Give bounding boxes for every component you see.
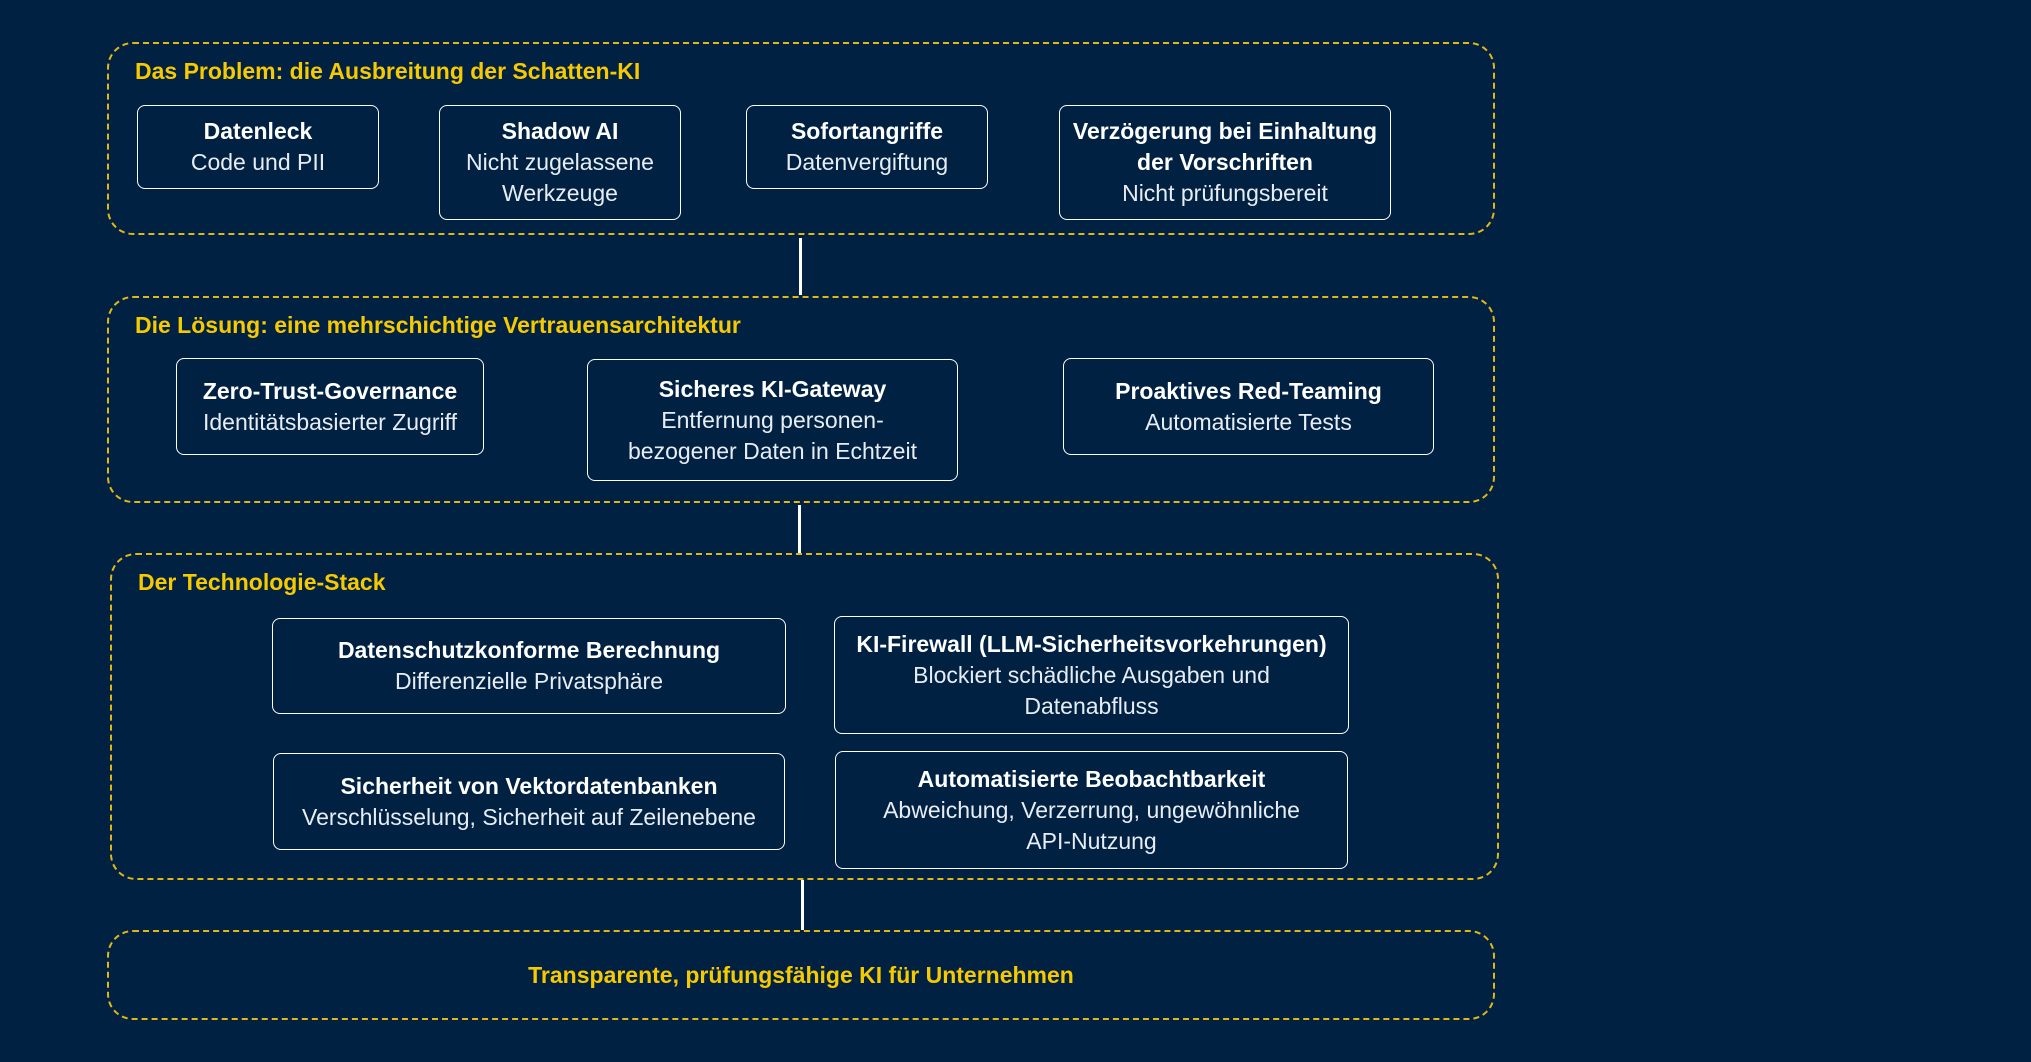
problem-title: Das Problem: die Ausbreitung der Schatte…	[135, 58, 641, 84]
card-title: Sofortangriffe	[790, 118, 944, 144]
card-title: Datenleck	[203, 118, 313, 144]
card-subtitle: Nicht prüfungsbereit	[1122, 180, 1328, 206]
card-zero-trust: Zero-Trust-Governance Identitätsbasierte…	[176, 358, 484, 455]
result-text: Transparente, prüfungsfähige KI für Unte…	[528, 961, 1074, 988]
stack-title: Der Technologie-Stack	[138, 569, 386, 595]
card-title: Verzögerung bei Einhaltung der Vorschrif…	[1072, 118, 1378, 175]
card-title: Shadow AI	[501, 118, 619, 144]
card-ki-firewall: KI-Firewall (LLM-Sicherheitsvorkehrungen…	[834, 616, 1349, 734]
card-subtitle: Nicht zugelassene Werkzeuge	[466, 149, 654, 206]
card-title: Automatisierte Beobachtbarkeit	[917, 765, 1266, 792]
card-subtitle: Datenvergiftung	[785, 149, 949, 175]
card-subtitle: Code und PII	[190, 149, 326, 175]
card-title: Sicheres KI-Gateway	[658, 375, 887, 402]
card-subtitle: Abweichung, Verzerrung, ungewöhnliche AP…	[883, 796, 1300, 854]
card-observability: Automatisierte Beobachtbarkeit Abweichun…	[835, 751, 1348, 869]
card-title: KI-Firewall (LLM-Sicherheitsvorkehrungen…	[856, 630, 1327, 657]
card-subtitle: Blockiert schädliche Ausgaben und Datena…	[913, 661, 1270, 719]
result-group: Transparente, prüfungsfähige KI für Unte…	[107, 930, 1495, 1020]
connector-line	[801, 880, 804, 930]
card-ki-gateway: Sicheres KI-Gateway Entfernung personen­…	[587, 359, 958, 481]
card-subtitle: Differenzielle Privatsphäre	[394, 668, 664, 694]
card-compliance-delay: Verzögerung bei Einhaltung der Vorschrif…	[1059, 105, 1391, 220]
card-datenleck: Datenleck Code und PII	[137, 105, 379, 189]
card-title: Sicherheit von Vektordatenbanken	[340, 772, 718, 799]
card-vector-db-security: Sicherheit von Vektordatenbanken Verschl…	[273, 753, 785, 850]
connector-line	[799, 238, 802, 295]
solution-group: Die Lösung: eine mehrschichtige Vertraue…	[107, 296, 1495, 503]
card-subtitle: Verschlüsselung, Sicherheit auf Zeileneb…	[302, 803, 756, 830]
card-privacy-computing: Datenschutzkonforme Berechnung Differenz…	[272, 618, 786, 714]
card-title: Zero-Trust-Governance	[202, 377, 458, 404]
card-subtitle: Entfernung personen­bezogener Daten in E…	[628, 406, 917, 464]
problem-group: Das Problem: die Ausbreitung der Schatte…	[107, 42, 1495, 235]
card-subtitle: Identitätsbasierter Zugriff	[203, 408, 457, 435]
connector-line	[798, 505, 801, 553]
stack-group: Der Technologie-Stack	[110, 553, 1499, 880]
card-red-teaming: Proaktives Red-Teaming Automatisierte Te…	[1063, 358, 1434, 455]
card-sofortangriffe: Sofortangriffe Datenvergiftung	[746, 105, 988, 189]
card-shadow-ai: Shadow AI Nicht zugelassene Werkzeuge	[439, 105, 681, 220]
card-subtitle: Automatisierte Tests	[1145, 408, 1352, 435]
card-title: Datenschutzkonforme Berechnung	[337, 637, 721, 663]
card-title: Proaktives Red-Teaming	[1115, 377, 1382, 404]
solution-title: Die Lösung: eine mehrschichtige Vertraue…	[135, 312, 741, 338]
